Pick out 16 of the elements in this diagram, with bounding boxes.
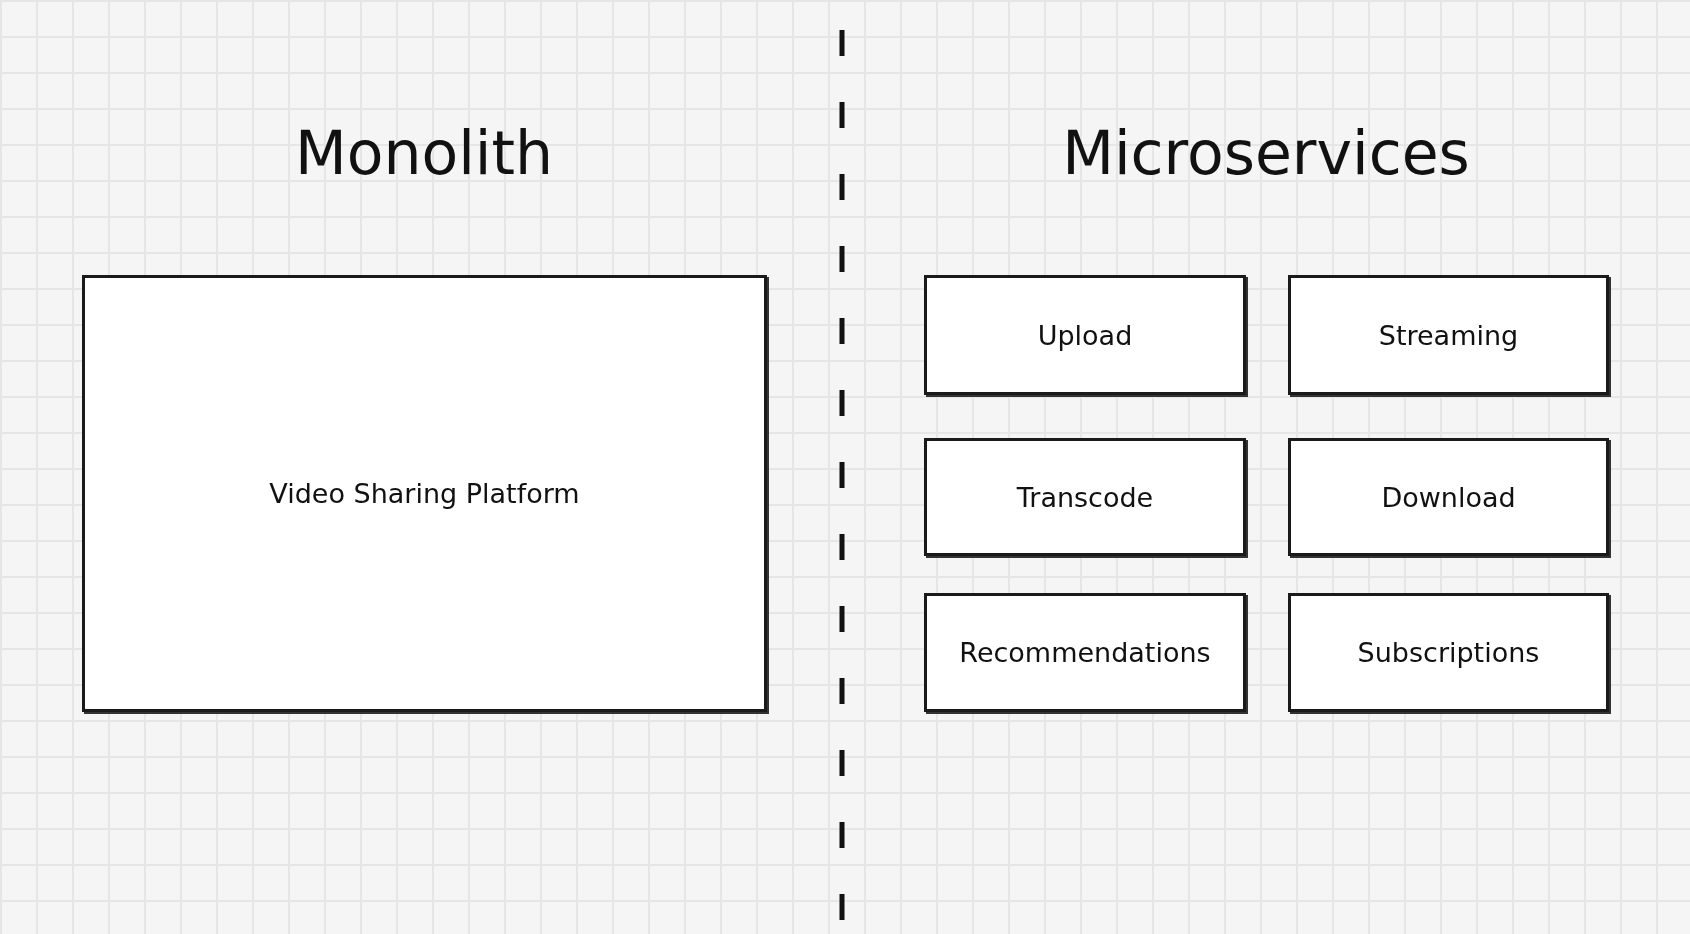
service-box	[924, 275, 1246, 395]
application-box	[82, 275, 767, 712]
box-label: Subscriptions	[1357, 637, 1540, 668]
box-label: Recommendations	[959, 637, 1211, 668]
section-heading: Monolith	[294, 118, 554, 188]
box-label: Video Sharing Platform	[269, 478, 580, 509]
section-heading: Microservices	[1062, 118, 1470, 188]
box-label: Streaming	[1378, 319, 1519, 351]
service-box	[924, 438, 1246, 556]
box-label: Upload	[1037, 319, 1133, 351]
box-label: Download	[1381, 481, 1516, 513]
box-label: Transcode	[1016, 481, 1154, 513]
service-box	[1288, 593, 1609, 712]
service-box	[1288, 438, 1609, 556]
service-box	[1288, 275, 1609, 395]
service-box	[924, 593, 1246, 712]
